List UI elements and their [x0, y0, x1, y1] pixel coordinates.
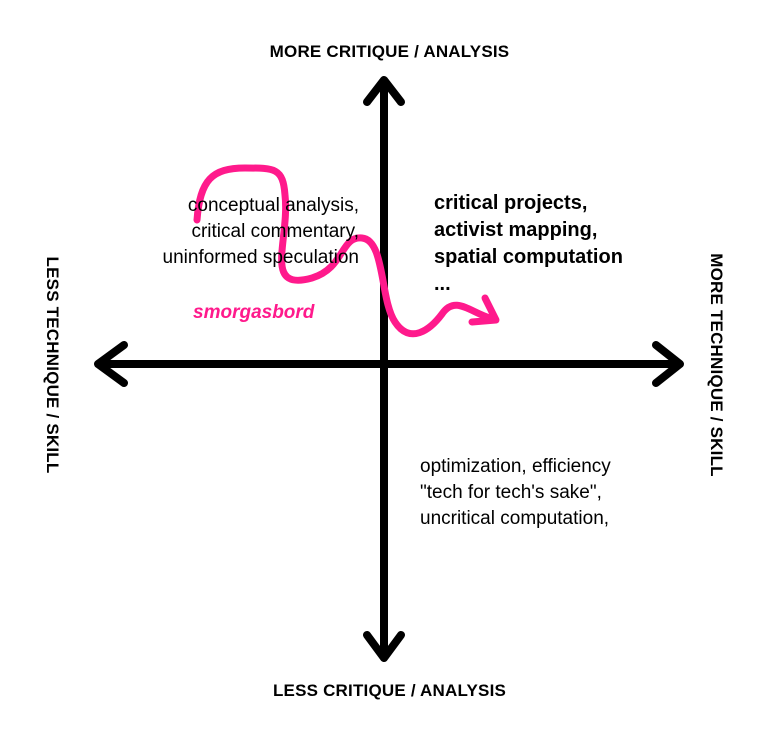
axis-label-bottom: LESS CRITIQUE / ANALYSIS [272, 681, 507, 700]
quadrant-line: activist mapping, [434, 219, 598, 241]
bottom-arrowhead [363, 631, 405, 662]
top-arrowhead [363, 76, 405, 106]
quadrant-line: uninformed speculation [162, 247, 359, 268]
smorgasbord-path [193, 164, 494, 338]
quadrant-line: uncritical computation, [420, 508, 610, 529]
quadrant-line: spatial computation [434, 246, 623, 268]
quadrant-line: critical commentary, [191, 221, 359, 242]
quadrant-line: ... [434, 273, 451, 295]
right-arrowhead [652, 341, 684, 387]
quadrant-line: optimization, efficiency [420, 456, 611, 477]
quadrant-top-left-text: conceptual analysis, critical commentary… [163, 193, 359, 271]
axis-label-top: MORE CRITIQUE / ANALYSIS [269, 42, 510, 61]
quadrant-line: conceptual analysis, [187, 195, 359, 216]
quadrant-bottom-right-text: optimization, efficiency "tech for tech'… [420, 454, 611, 532]
left-arrowhead [94, 341, 128, 387]
axis-label-right: MORE TECHNIQUE / SKILL [707, 253, 726, 477]
smorgasbord-arrowhead [468, 294, 500, 326]
smorgasbord-label: smorgasbord [193, 302, 315, 323]
quadrant-line: "tech for tech's sake", [420, 482, 602, 503]
quadrant-line: critical projects, [434, 192, 588, 214]
axis-label-left: LESS TECHNIQUE / SKILL [43, 256, 62, 474]
quadrant-top-right-text: critical projects, activist mapping, spa… [434, 190, 623, 298]
